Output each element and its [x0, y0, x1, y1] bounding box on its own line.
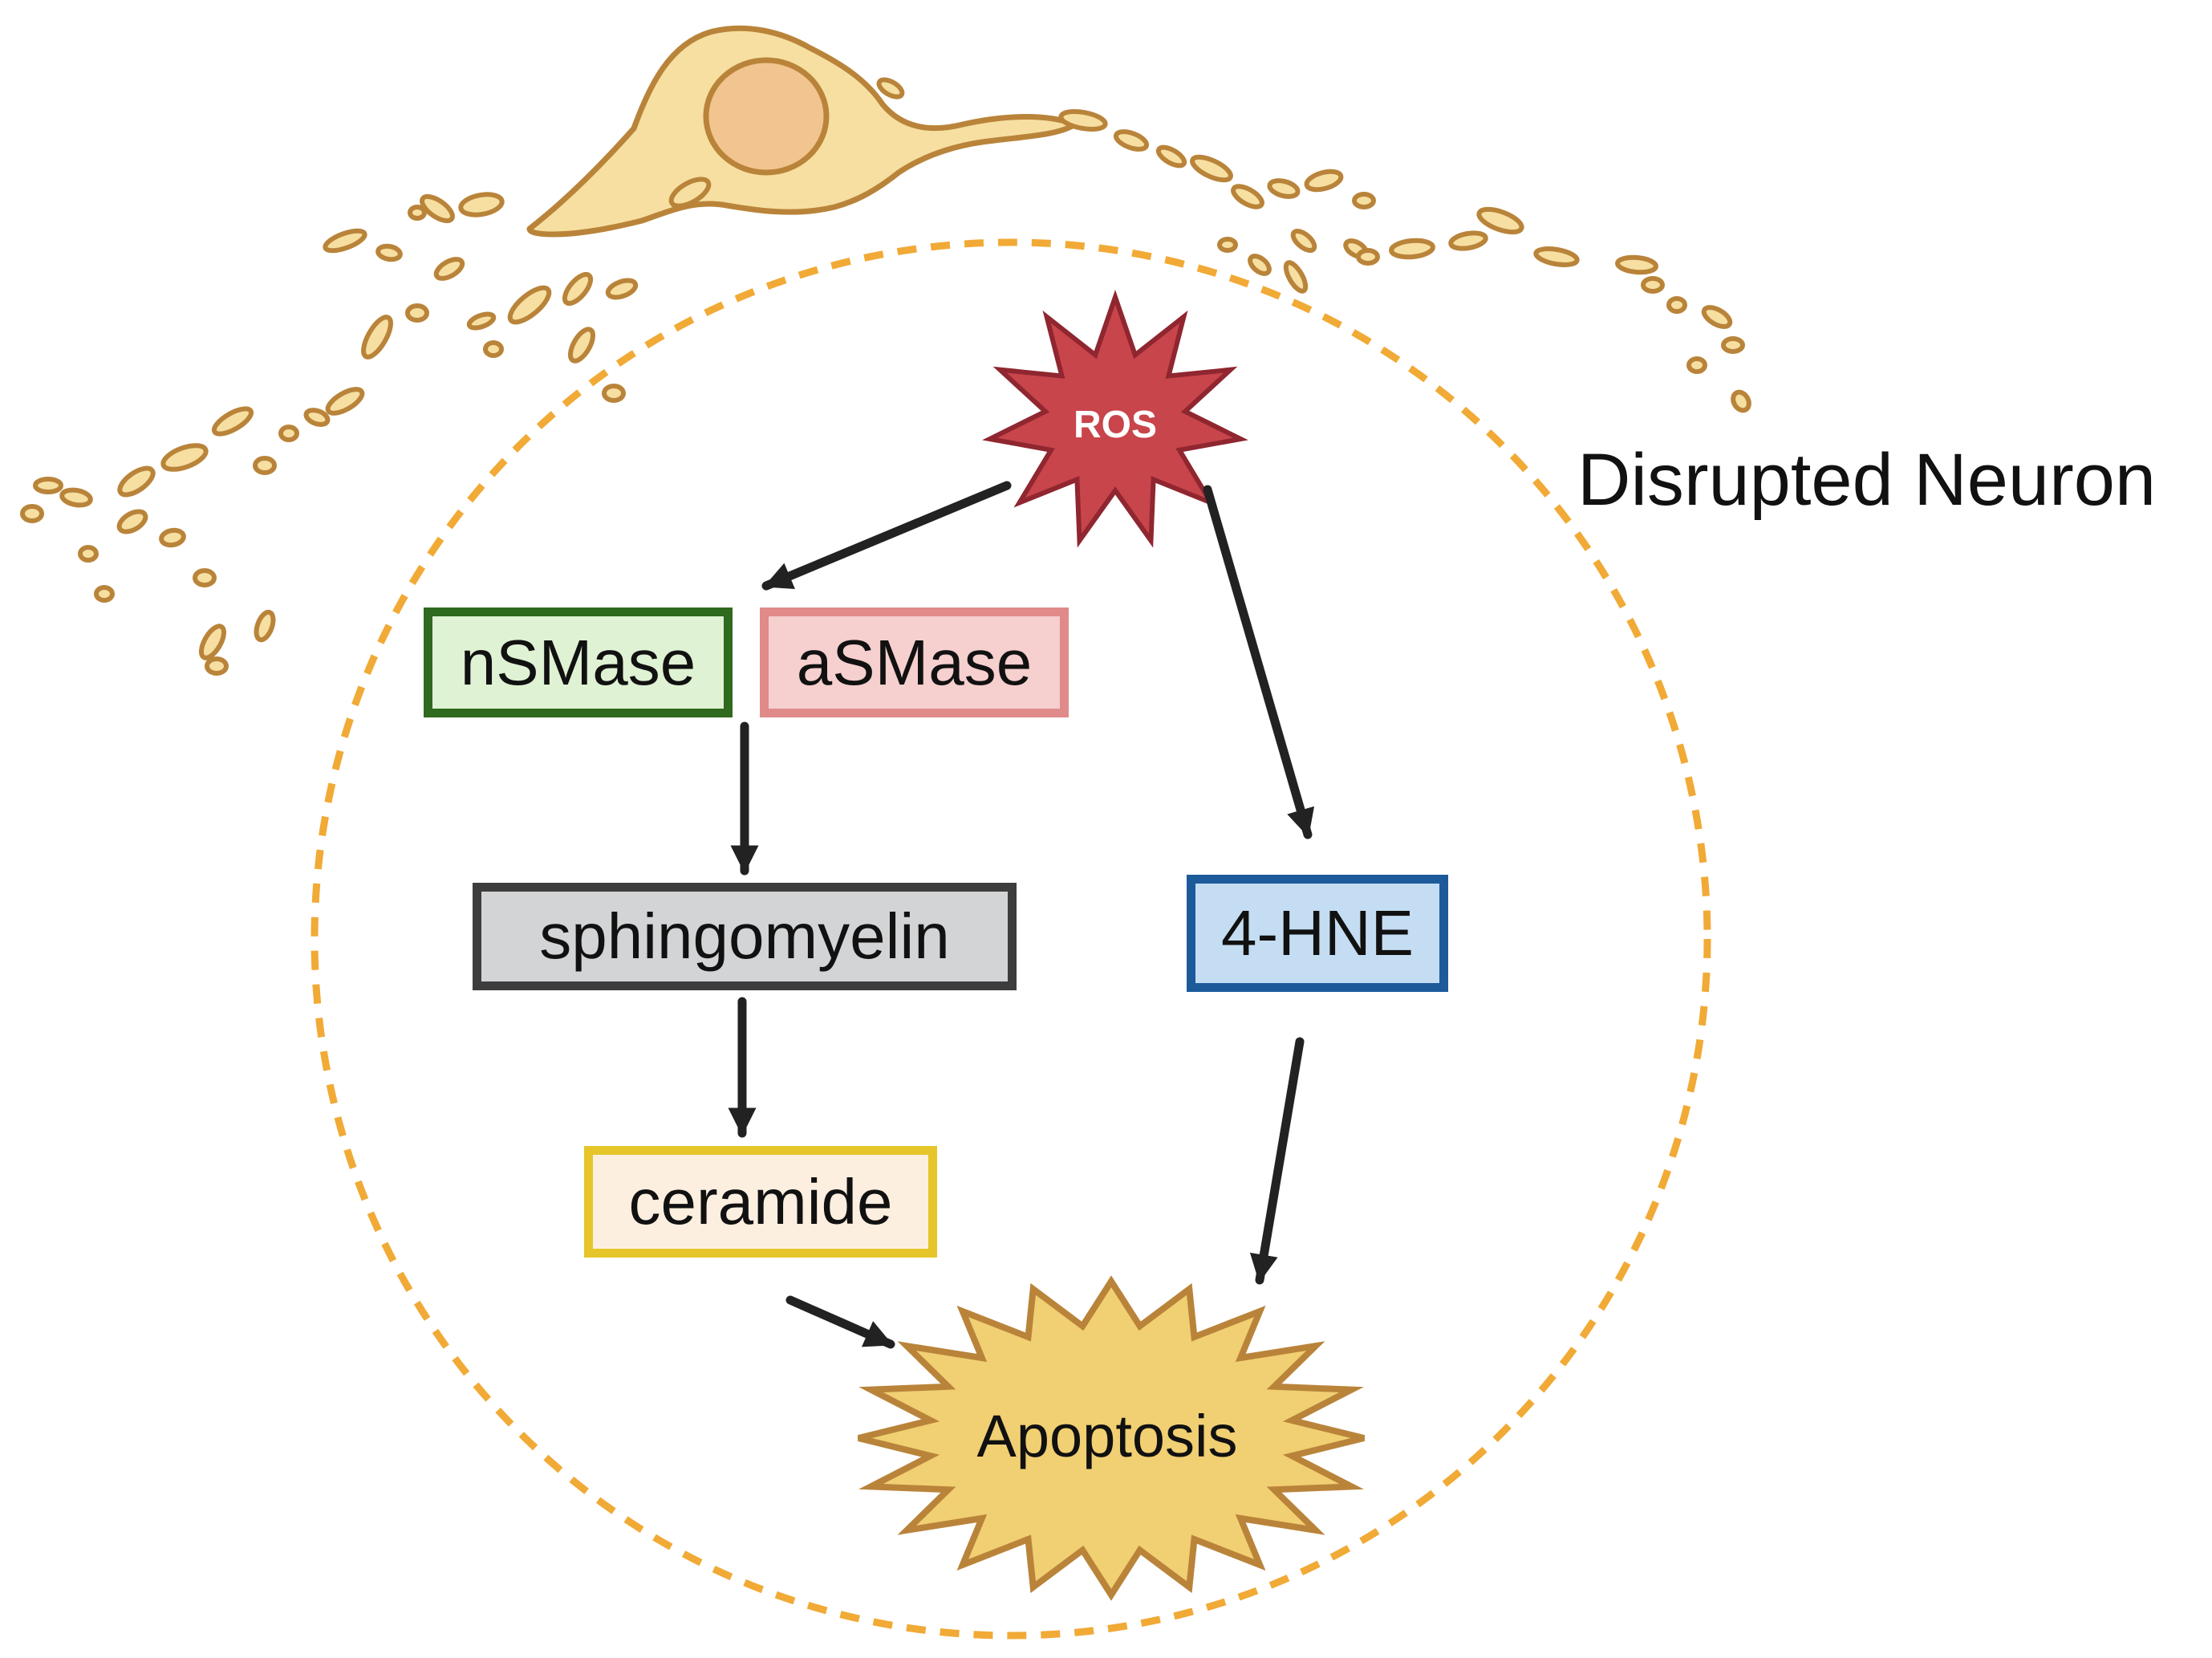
neuron-fragment [1352, 192, 1376, 209]
neuron-cell-icon [20, 25, 1751, 676]
neuron-fragment [323, 228, 367, 254]
neuron-fragment [193, 568, 217, 587]
neuron-fragment [20, 504, 44, 523]
ceramide-box: ceramide [584, 1146, 937, 1258]
neuron-fragment [1283, 260, 1309, 294]
neuron-fragment [1267, 178, 1301, 199]
ros-label: ROS [1073, 404, 1158, 446]
neuron-fragment [602, 384, 626, 403]
apoptosis-burst-icon [858, 1275, 1365, 1601]
neuron-fragment [303, 408, 331, 427]
neuron-fragment [1356, 248, 1380, 266]
neuron-fragment [1448, 230, 1488, 251]
ceramide-label: ceramide [628, 1165, 893, 1237]
neuron-fragment [1686, 356, 1707, 374]
neuron-fragment [562, 271, 594, 307]
neuron-fragment [375, 243, 403, 262]
ros-burst-icon [982, 289, 1248, 548]
cell-boundary [310, 238, 1711, 1640]
neuron-fragment [458, 192, 505, 217]
neuron-fragment [420, 193, 455, 224]
sphingomyelin-label: sphingomyelin [539, 900, 950, 972]
neuron-fragment [160, 443, 209, 472]
neuron-fragment [1476, 206, 1524, 235]
neuron-fragments [20, 77, 1751, 676]
neuron-fragment [199, 624, 226, 660]
neuron-fragment [1290, 229, 1317, 253]
neuron-fragment [433, 257, 465, 281]
nsmase-box: nSMase [424, 608, 733, 717]
neuron-fragment [876, 77, 905, 100]
neuron-fragment [1217, 237, 1238, 253]
arrow-ros-to-4hne [1203, 485, 1315, 839]
neuron-fragment [361, 315, 393, 360]
neuron-fragment [278, 425, 299, 442]
neuron-fragment [78, 545, 99, 563]
neuron-fragment [1113, 129, 1150, 152]
neuron-fragment [1231, 184, 1264, 209]
neuron-nucleus [703, 57, 830, 176]
neuron-fragment [1058, 109, 1108, 132]
arrows [728, 481, 1315, 1349]
neuron-fragment [1731, 389, 1751, 413]
neuron-fragment [483, 340, 504, 358]
neuron-fragment [159, 527, 186, 548]
neuron-fragment [1641, 276, 1665, 294]
four-hne-label: 4-HNE [1220, 897, 1414, 969]
neuron-fragment [1615, 254, 1658, 275]
neuron-fragment [1533, 246, 1580, 267]
nsmase-label: nSMase [460, 626, 696, 698]
neuron-fragment [507, 285, 552, 325]
neuron-fragment [205, 656, 229, 676]
neuron-fragment [1701, 305, 1733, 329]
neuron-fragment [325, 387, 365, 416]
arrow-4hne-to-apoptosis [1249, 1037, 1305, 1285]
neuron-fragment [1248, 254, 1272, 276]
neuron-fragment [254, 609, 276, 643]
arrow-ceramide-to-apoptosis [785, 1295, 895, 1349]
neuron-fragment [116, 509, 148, 534]
disrupted-neuron-label: Disrupted Neuron [1577, 439, 2157, 521]
neuron-fragment [568, 327, 595, 364]
sphingomyelin-box: sphingomyelin [473, 883, 1017, 990]
neuron-fragment [605, 278, 639, 300]
neuron-fragment [253, 456, 277, 475]
neuron-fragment [1389, 238, 1435, 260]
neuron-fragment [1304, 169, 1344, 193]
neuron-fragment [117, 465, 156, 498]
neuron-fragment [1666, 296, 1687, 314]
neuron-fragment [668, 177, 712, 209]
neuron-fragment [211, 406, 254, 437]
arrow-ros-to-smase [761, 481, 1012, 591]
apoptosis-label: Apoptosis [976, 1403, 1238, 1469]
neuron-fragment [33, 477, 63, 494]
four-hne-box: 4-HNE [1187, 875, 1448, 992]
asmase-label: aSMase [796, 626, 1033, 698]
neuron-fragment [466, 311, 497, 331]
asmase-box: aSMase [760, 608, 1069, 717]
neuron-fragment [408, 205, 427, 221]
neuron-fragment [94, 585, 115, 603]
neuron-fragment [405, 303, 429, 323]
neuron-fragment [1721, 336, 1745, 354]
neuron-fragment [1155, 144, 1187, 169]
neuron-fragment [1190, 154, 1233, 183]
neuron-fragment [59, 487, 93, 508]
